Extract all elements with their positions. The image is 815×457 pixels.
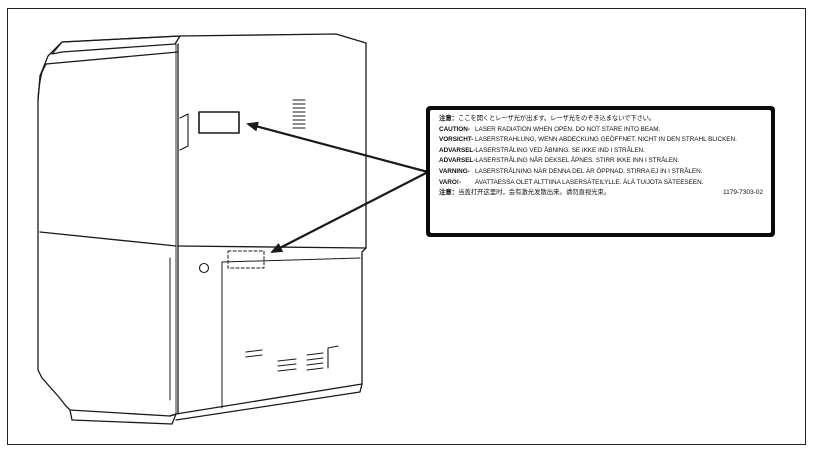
knob-icon — [198, 262, 210, 274]
label-line-text: LASERSTRÅLNING NÄR DENNA DEL ÄR ÖPPNAD. … — [475, 167, 703, 175]
side-seam — [177, 245, 367, 249]
label-part-number: 1179-7303-02 — [723, 189, 763, 197]
vent-slits-lower — [245, 345, 339, 372]
label-line-head: VARNING- — [439, 167, 470, 175]
label-line-head: ADVARSEL- — [439, 146, 476, 154]
label-line-text: AVATTAESSA OLET ALTTIINA LASERSÄTEILYLLE… — [475, 178, 704, 186]
laser-warning-label: 注意： ここを開くとレーザ光が出ます。レーザ光をのぞき込まないで下さい。 CAU… — [426, 106, 775, 237]
label-line-head: CAUTION- — [439, 125, 470, 133]
front-seam — [39, 231, 177, 247]
arrow-to-upper-opening — [246, 121, 429, 174]
label-line-text: 当盖打开这里时，会有激光发散出来。请勿直视光束。 — [458, 189, 611, 197]
label-line-head: VORSICHT- — [439, 136, 474, 144]
label-line-japanese: 注意： ここを開くとレーザ光が出ます。レーザ光をのぞき込まないで下さい。 — [439, 114, 763, 125]
arrow-to-lower-opening — [270, 171, 429, 253]
label-line-chinese: 注意： 当盖打开这里时，会有激光发散出来。请勿直视光束。 1179-7303-0… — [439, 188, 763, 199]
machine-base — [69, 383, 363, 425]
label-line-text: LASERSTRAHLUNG, WENN ABDECKUNG GEÖFFNET.… — [475, 136, 737, 144]
front-panel-edge — [39, 51, 179, 77]
label-line-text: LASER RADIATION WHEN OPEN. DO NOT STARE … — [475, 125, 661, 133]
label-line-head: VARO!- — [439, 178, 461, 186]
label-line-german: VORSICHT- LASERSTRAHLUNG, WENN ABDECKUNG… — [439, 135, 763, 146]
figure-frame — [7, 8, 806, 445]
side-lower-panel — [221, 257, 361, 409]
vent-slits-upper — [292, 99, 306, 129]
label-line-head: ADVARSEL- — [439, 157, 476, 165]
label-line-finnish: VARO!- AVATTAESSA OLET ALTTIINA LASERSÄT… — [439, 178, 763, 189]
label-line-norwegian: ADVARSEL- LASERSTRÅLING NÅR DEKSEL ÅPNES… — [439, 156, 763, 167]
label-line-danish: ADVARSEL- LASERSTRÅLING VED ÅBNING. SE I… — [439, 146, 763, 157]
side-tab — [179, 113, 189, 151]
label-line-text: LASERSTRÅLING NÅR DEKSEL ÅPNES. STIRR IK… — [475, 157, 680, 165]
label-line-text: ここを開くとレーザ光が出ます。レーザ光をのぞき込まないで下さい。 — [458, 115, 656, 122]
label-line-swedish: VARNING- LASERSTRÅLNING NÄR DENNA DEL ÄR… — [439, 167, 763, 178]
laser-opening-lower — [227, 250, 265, 269]
laser-warning-label-inner: 注意： ここを開くとレーザ光が出ます。レーザ光をのぞき込まないで下さい。 CAU… — [430, 110, 771, 233]
label-line-head: 注意： — [439, 189, 459, 197]
label-line-english: CAUTION- LASER RADIATION WHEN OPEN. DO N… — [439, 125, 763, 136]
label-line-text: LASERSTRÅLING VED ÅBNING. SE IKKE IND I … — [475, 146, 645, 154]
label-line-head: 注意： — [439, 115, 459, 122]
laser-opening-upper — [198, 111, 240, 134]
machine-top-edge — [51, 35, 181, 55]
